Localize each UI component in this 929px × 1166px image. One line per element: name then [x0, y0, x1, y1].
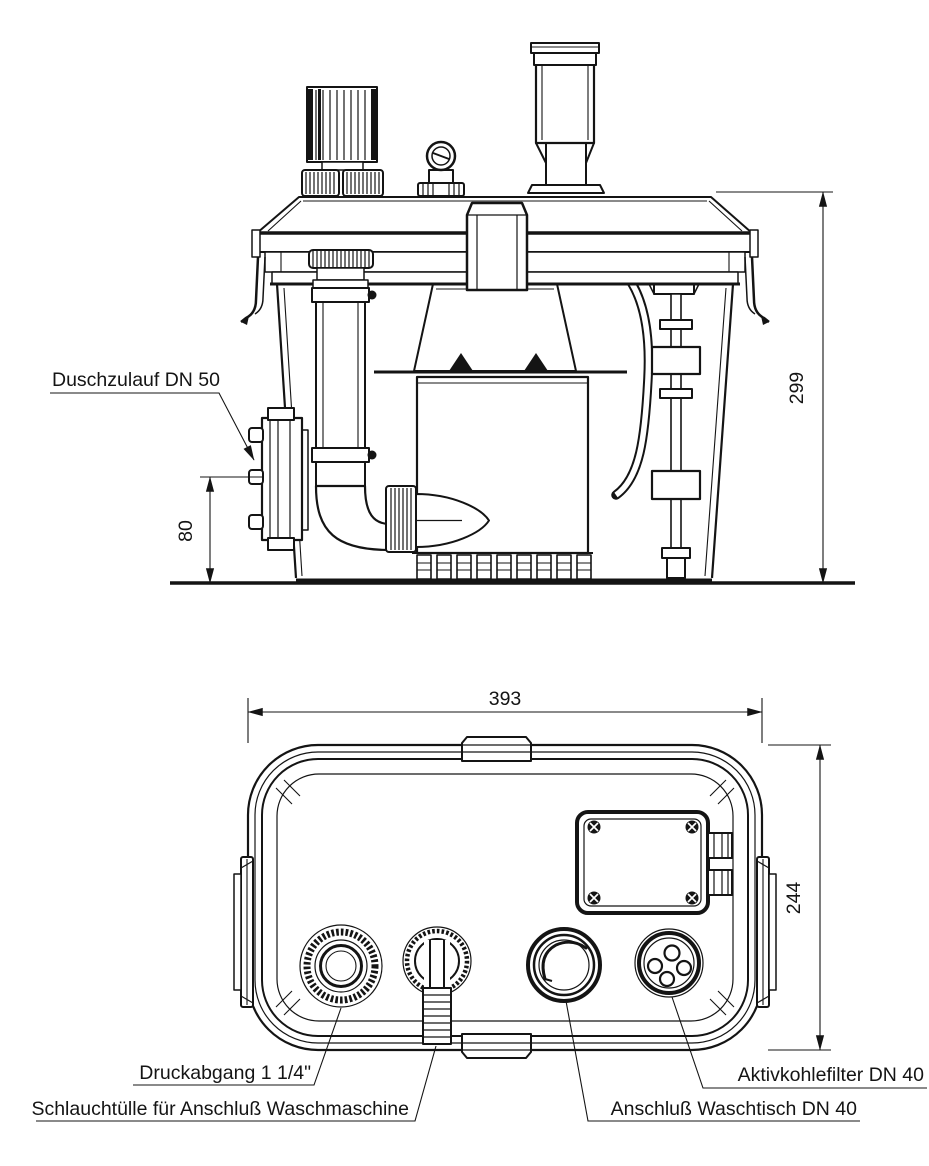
label-waschtisch: Anschluß Waschtisch DN 40	[565, 1000, 860, 1122]
waschtisch-text: Anschluß Waschtisch DN 40	[611, 1098, 858, 1120]
lid-gland	[417, 140, 465, 197]
dimension-244: 244	[768, 744, 831, 1051]
junction-box	[575, 810, 733, 915]
dimension-80: 80	[175, 476, 262, 584]
carbon-filter-assembly	[301, 86, 490, 553]
right-latch	[744, 256, 770, 325]
port-pressure-outlet	[299, 924, 383, 1008]
left-latch	[240, 256, 266, 325]
dim-244-value: 244	[783, 882, 805, 915]
duschzulauf-text: Duschzulauf DN 50	[52, 369, 220, 391]
pump-unit	[412, 375, 593, 580]
schlauchtuelle-text: Schlauchtülle für Anschluß Waschmaschine	[31, 1098, 409, 1120]
port-hose-nozzle	[402, 926, 472, 1045]
druckabgang-text: Druckabgang 1 1/4"	[139, 1062, 311, 1084]
lid-tab-bottom	[461, 1033, 532, 1059]
pump-base-slots	[416, 554, 592, 580]
dimension-393: 393	[247, 688, 763, 743]
cable-glands	[707, 832, 733, 896]
aktivkohlefilter-text: Aktivkohlefilter DN 40	[738, 1064, 925, 1086]
left-side-clip	[233, 856, 254, 1008]
front-view: 299 80 Duschzulauf DN 50	[50, 42, 855, 585]
dim-299-value: 299	[786, 372, 808, 405]
label-aktivkohlefilter: Aktivkohlefilter DN 40	[671, 996, 927, 1089]
vent-pipe	[527, 42, 605, 194]
right-side-clip	[756, 856, 777, 1008]
label-duschzulauf: Duschzulauf DN 50	[50, 369, 255, 461]
discharge-block	[465, 201, 529, 292]
label-schlauchtuelle: Schlauchtülle für Anschluß Waschmaschine	[31, 1045, 437, 1122]
port-washbasin	[526, 927, 602, 1003]
dim-80-value: 80	[175, 520, 197, 542]
port-carbon-filter	[634, 928, 704, 998]
dimension-299: 299	[716, 191, 833, 584]
lid-tab-top	[461, 736, 532, 762]
inlet-flange	[248, 407, 309, 551]
pump-cover	[413, 283, 577, 372]
plan-view: 393 244 Druckabgang 1 1/4" Schlauchtülle…	[31, 688, 927, 1122]
suction-horn	[385, 485, 490, 553]
junction-box-screws	[587, 820, 699, 905]
label-druckabgang: Druckabgang 1 1/4"	[133, 1007, 342, 1086]
dim-393-value: 393	[489, 688, 522, 710]
